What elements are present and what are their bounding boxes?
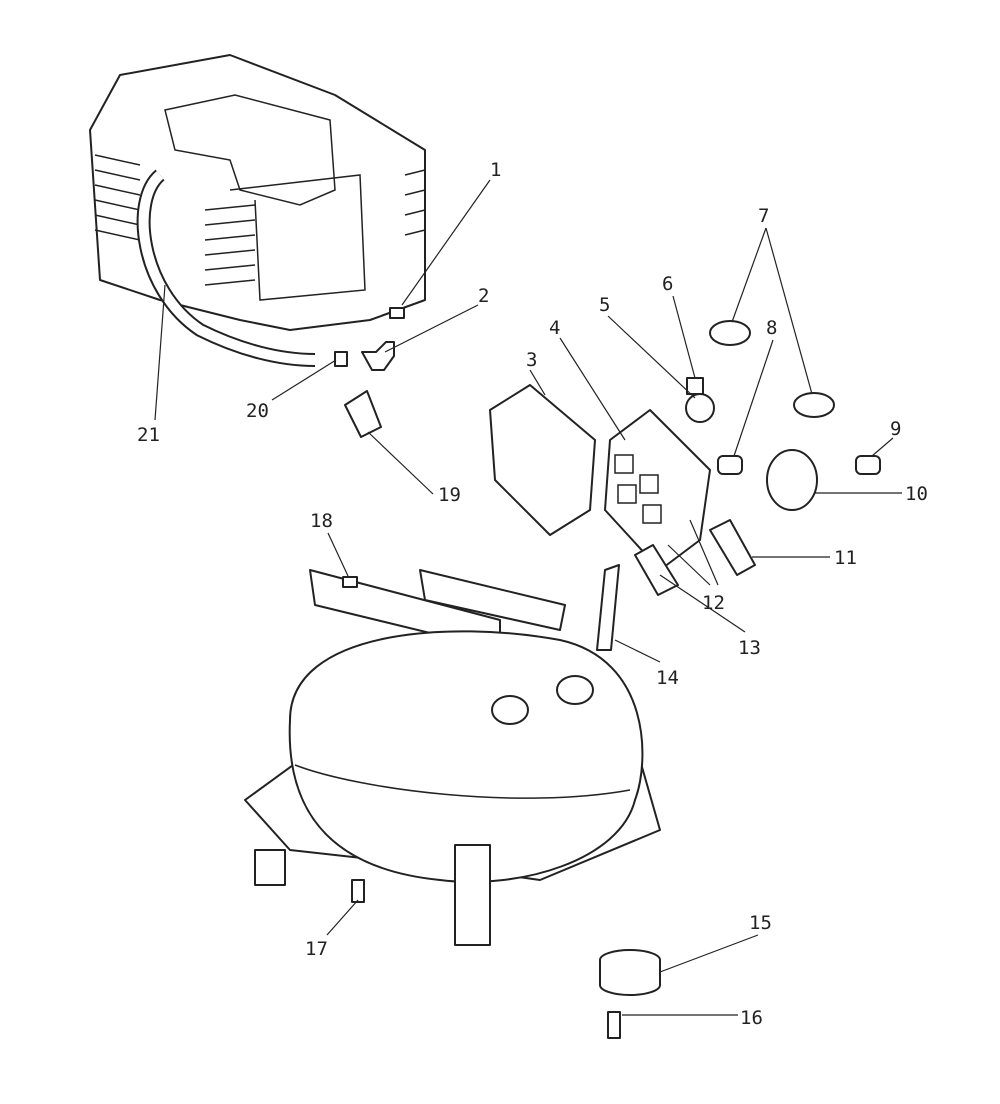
part-1 bbox=[389, 307, 405, 319]
part-17 bbox=[351, 879, 365, 903]
part-11 bbox=[709, 519, 756, 576]
label-1: 1 bbox=[490, 159, 501, 181]
label-18: 18 bbox=[310, 510, 333, 532]
part-13 bbox=[634, 544, 679, 596]
part-8 bbox=[717, 455, 743, 475]
label-4: 4 bbox=[549, 317, 560, 339]
label-17: 17 bbox=[305, 938, 328, 960]
label-2: 2 bbox=[478, 285, 489, 307]
part-labels: 1 2 3 4 5 6 7 8 9 10 11 12 13 14 15 16 1… bbox=[137, 159, 928, 1029]
part-20 bbox=[334, 351, 348, 367]
label-9: 9 bbox=[890, 418, 901, 440]
label-10: 10 bbox=[905, 483, 928, 505]
air-tank bbox=[244, 569, 661, 946]
part-18 bbox=[342, 576, 358, 588]
part-9 bbox=[855, 455, 881, 475]
part-7b bbox=[793, 392, 835, 418]
label-14: 14 bbox=[656, 667, 679, 689]
label-6: 6 bbox=[662, 273, 673, 295]
label-19: 19 bbox=[438, 484, 461, 506]
label-21: 21 bbox=[137, 424, 160, 446]
part-7a bbox=[709, 320, 751, 346]
label-20: 20 bbox=[246, 400, 269, 422]
part-5 bbox=[685, 393, 715, 423]
part-6 bbox=[686, 377, 704, 395]
part-2 bbox=[361, 341, 395, 371]
label-15: 15 bbox=[749, 912, 772, 934]
label-12: 12 bbox=[702, 592, 725, 614]
part-19 bbox=[344, 390, 382, 438]
label-7: 7 bbox=[758, 205, 769, 227]
part-10 bbox=[766, 449, 818, 511]
label-11: 11 bbox=[834, 547, 857, 569]
part-16 bbox=[607, 1011, 621, 1039]
label-3: 3 bbox=[526, 349, 537, 371]
part-3 bbox=[489, 384, 596, 536]
label-16: 16 bbox=[740, 1007, 763, 1029]
leader-lines bbox=[154, 179, 902, 1016]
label-13: 13 bbox=[738, 637, 761, 659]
label-8: 8 bbox=[766, 317, 777, 339]
part-14 bbox=[596, 564, 620, 651]
motor-housing bbox=[89, 54, 426, 331]
part-15 bbox=[599, 949, 661, 996]
label-5: 5 bbox=[599, 294, 610, 316]
